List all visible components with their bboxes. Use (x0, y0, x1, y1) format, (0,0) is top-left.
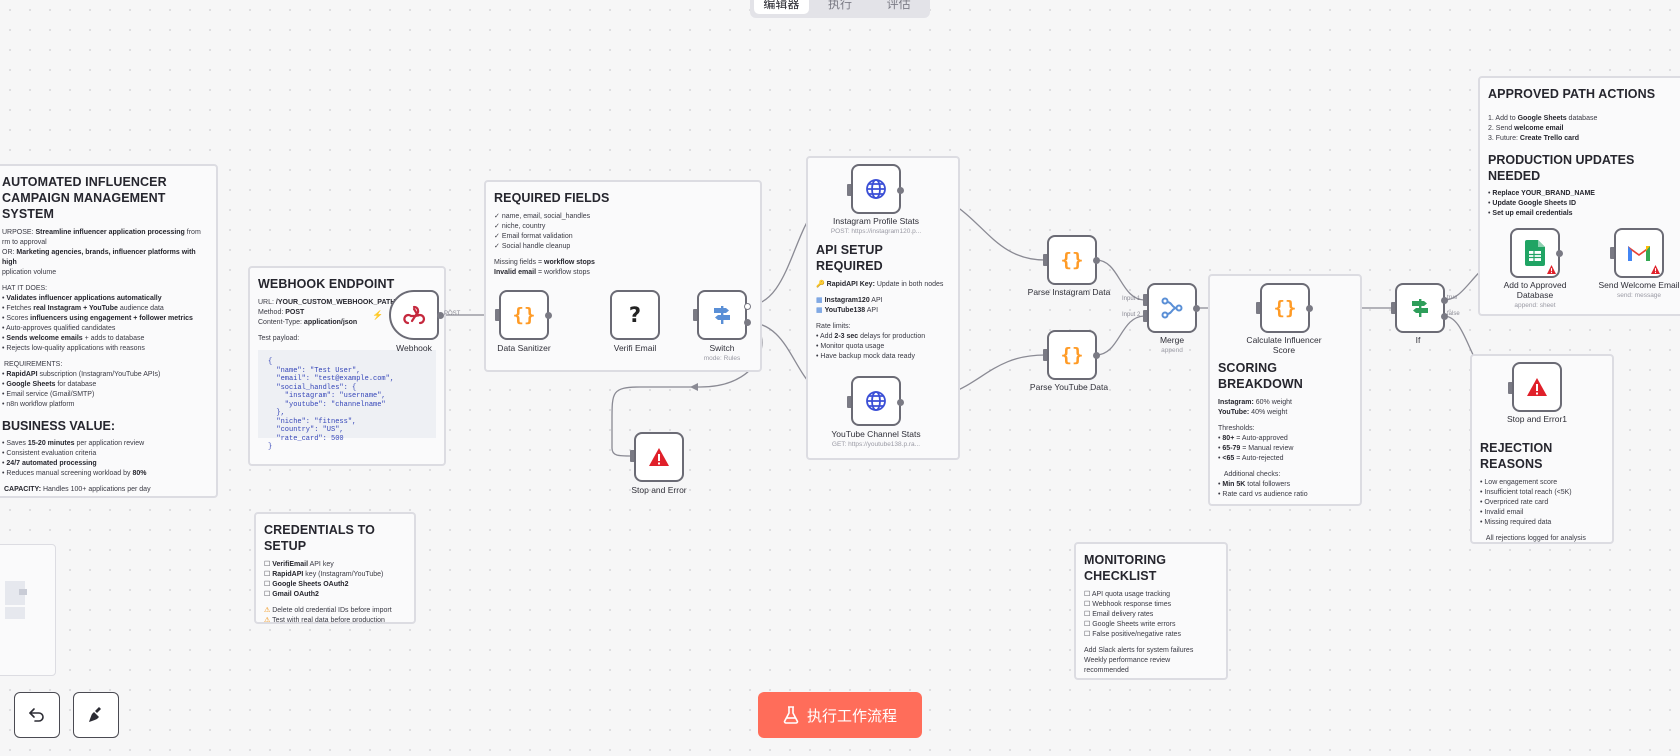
svg-text:{}: {} (1274, 297, 1297, 319)
node-data-sanitizer[interactable]: {} (499, 290, 549, 340)
error-warning-icon (649, 448, 669, 466)
node-youtube-channel-stats[interactable] (851, 376, 901, 426)
broom-icon (89, 707, 101, 722)
signpost-icon (714, 306, 730, 324)
business-value-list: • Saves 15-20 minutes per application re… (2, 440, 147, 477)
node-switch[interactable] (697, 290, 747, 340)
node-stop-and-error[interactable] (634, 432, 684, 482)
svg-text:{}: {} (1061, 344, 1084, 366)
node-webhook[interactable] (389, 290, 439, 340)
note-main-overview[interactable]: AUTOMATED INFLUENCER CAMPAIGN MANAGEMENT… (0, 164, 218, 498)
undo-icon (29, 708, 44, 722)
node-stop-and-error1[interactable] (1512, 362, 1562, 412)
note-credentials[interactable]: CREDENTIALS TO SETUP ☐ VerifiEmail API k… (254, 512, 416, 624)
question-mark-icon: ? (629, 303, 641, 327)
globe-icon (866, 391, 886, 411)
note-webhook-endpoint[interactable]: WEBHOOK ENDPOINT URL: /YOUR_CUSTOM_WEBHO… (248, 266, 446, 466)
note-main-title: AUTOMATED INFLUENCER CAMPAIGN MANAGEMENT… (2, 175, 167, 221)
svg-text:{}: {} (1061, 249, 1084, 271)
node-calculate-influencer-score[interactable]: {} (1260, 283, 1310, 333)
code-braces-icon: {} (1061, 249, 1084, 271)
node-parse-instagram-data[interactable]: {} (1047, 235, 1097, 285)
error-warning-icon (1527, 378, 1547, 396)
key-icon: 🔑 (816, 281, 825, 288)
tidy-up-button[interactable] (73, 692, 119, 738)
node-if[interactable] (1395, 283, 1445, 333)
signpost-icon (1412, 299, 1428, 317)
undo-button[interactable] (14, 692, 60, 738)
node-issue-warning-icon (1651, 265, 1660, 274)
node-label-webhook: Webhook (396, 343, 432, 353)
node-parse-youtube-data[interactable]: {} (1047, 330, 1097, 380)
view-tabs: 编辑器 执行 评估 (750, 0, 930, 18)
note-required-fields[interactable]: REQUIRED FIELDS ✓ name, email, social_ha… (484, 180, 762, 372)
google-sheets-icon (1525, 240, 1545, 266)
code-braces-icon: {} (513, 304, 536, 326)
trigger-bolt-icon: ⚡ (372, 310, 384, 320)
execute-workflow-label: 执行工作流程 (806, 707, 897, 725)
code-braces-icon: {} (1274, 297, 1297, 319)
flask-icon (783, 706, 799, 724)
test-payload-code: { "name": "Test User", "email": "test@ex… (258, 350, 436, 451)
tab-evaluations[interactable]: 评估 (886, 0, 911, 11)
what-it-does-list: • Validates influencer applications auto… (2, 295, 193, 352)
gmail-icon (1628, 246, 1650, 261)
port-label-post: POST (444, 311, 461, 317)
warning-icon: ⚠ (264, 607, 271, 614)
chart-icon: ▦ (816, 307, 823, 314)
tab-editor[interactable]: 编辑器 (754, 0, 809, 14)
note-scoring-breakdown[interactable]: SCORING BREAKDOWN Instagram: 60% weight … (1208, 274, 1362, 506)
svg-text:{}: {} (513, 304, 536, 326)
requirements-list: • RapidAPI subscription (Instagram/YouTu… (2, 371, 161, 408)
svg-text:?: ? (629, 303, 641, 327)
webhook-icon (403, 305, 426, 325)
chart-icon: ▦ (816, 297, 823, 304)
execute-workflow-button[interactable]: 执行工作流程 (758, 692, 922, 738)
business-value-heading: BUSINESS VALUE: (2, 419, 115, 433)
code-braces-icon: {} (1061, 344, 1084, 366)
warning-icon: ⚠ (264, 617, 271, 624)
canvas-minimap[interactable] (0, 544, 56, 676)
node-verifi-email[interactable]: ? (610, 290, 660, 340)
tab-executions[interactable]: 执行 (828, 0, 853, 11)
node-issue-warning-icon (1547, 265, 1556, 274)
node-instagram-profile-stats[interactable] (851, 164, 901, 214)
node-merge[interactable] (1147, 283, 1197, 333)
globe-icon (866, 179, 886, 199)
note-monitoring[interactable]: MONITORING CHECKLIST ☐ API quota usage t… (1074, 542, 1228, 680)
merge-icon (1161, 297, 1183, 319)
